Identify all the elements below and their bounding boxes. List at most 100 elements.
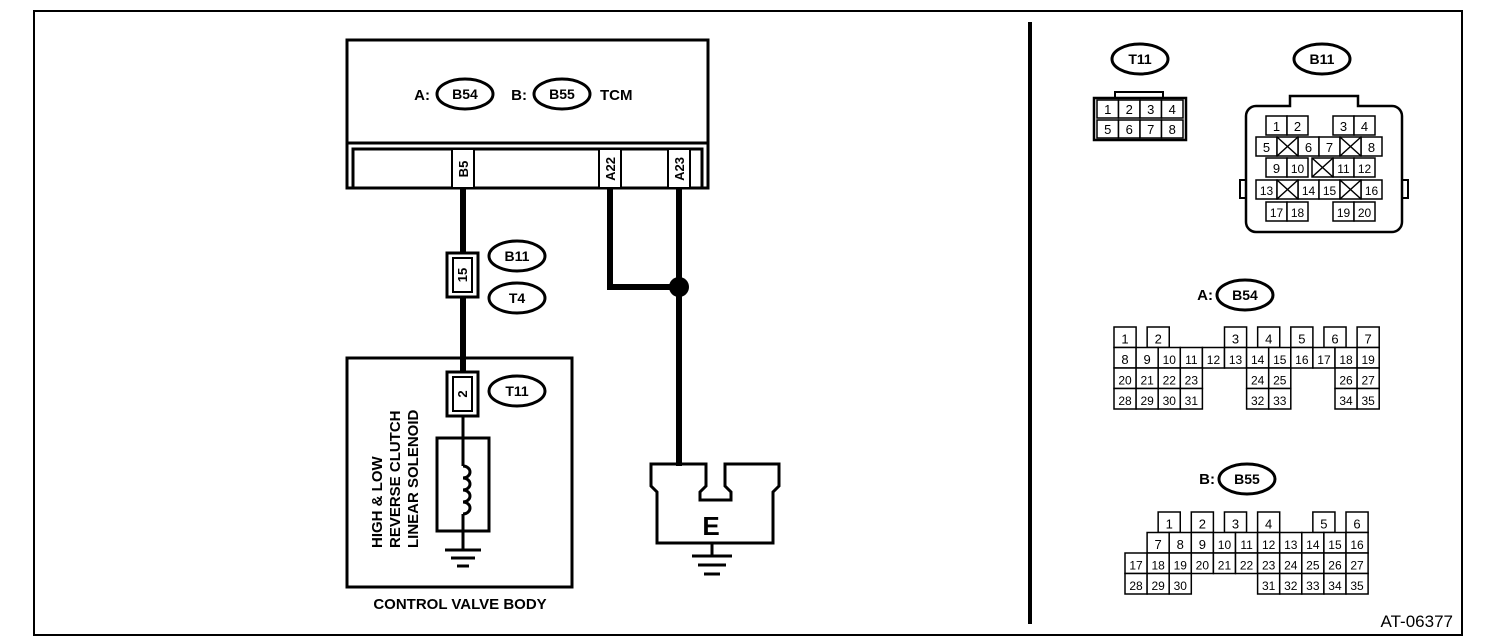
b54-pin-26: 26 [1339, 374, 1353, 388]
b54-pin-17: 17 [1317, 353, 1331, 367]
b54-pin-19: 19 [1361, 353, 1375, 367]
b54-pin-7: 7 [1365, 332, 1372, 347]
b55-pin-34: 34 [1328, 579, 1342, 593]
b11-pin-7: 7 [1326, 140, 1333, 155]
connector-view-t11-tag: T11 [1128, 51, 1152, 67]
b55-pin-31: 31 [1262, 579, 1276, 593]
t11-tag: T11 [505, 383, 529, 399]
t11-pin-1: 1 [1104, 102, 1111, 117]
b11-tag: B11 [505, 248, 530, 264]
pin-cell [1160, 99, 1184, 119]
b11-pin-15: 15 [1323, 184, 1337, 198]
b55-pin-24: 24 [1284, 559, 1298, 573]
b55-pin-19: 19 [1174, 559, 1188, 573]
b54-pin-10: 10 [1163, 353, 1177, 367]
b55-pin-12: 12 [1262, 538, 1276, 552]
b11-t4-pin-label: 15 [455, 268, 470, 282]
b55-pin-27: 27 [1350, 559, 1364, 573]
blank-pin-cross-icon [1276, 136, 1299, 157]
solenoid-label-line-1: HIGH & LOW [369, 456, 386, 548]
b11-pin-4: 4 [1361, 119, 1368, 134]
b11-pin-2: 2 [1294, 119, 1301, 134]
b55-pin-11: 11 [1240, 538, 1253, 552]
b11-pin-6: 6 [1305, 140, 1312, 155]
b55-pin-21: 21 [1218, 559, 1232, 573]
connector-view-b54-tag: B54 [1232, 287, 1258, 303]
tcm-pin-b5-label: B5 [456, 161, 471, 178]
t11-pin-label: 2 [455, 390, 470, 397]
b54-pin-18: 18 [1339, 353, 1353, 367]
b54-pin-34: 34 [1339, 394, 1353, 408]
b55-pin-15: 15 [1328, 538, 1342, 552]
wire-a22 [607, 188, 679, 290]
b55-pin-23: 23 [1262, 559, 1276, 573]
b11-pin-14: 14 [1302, 184, 1316, 198]
b54-pin-1: 1 [1121, 332, 1128, 347]
tcm-connector-b-tag-oval [532, 77, 592, 111]
solenoid-label-line-3: LINEAR SOLENOID [405, 409, 422, 548]
b11-pin-3: 3 [1340, 119, 1347, 134]
b54-pin-32: 32 [1251, 394, 1265, 408]
b55-pin-6: 6 [1353, 517, 1360, 532]
b54-pin-31: 31 [1185, 394, 1199, 408]
b11-pin-11: 11 [1337, 162, 1350, 176]
ground-e-icon [692, 554, 732, 576]
b55-pin-1: 1 [1166, 517, 1173, 532]
b54-pin-23: 23 [1185, 374, 1199, 388]
b55-pin-10: 10 [1218, 538, 1232, 552]
b11-pin-5: 5 [1263, 140, 1270, 155]
blank-pin-cross-icon [1276, 179, 1299, 200]
b55-pin-22: 22 [1240, 559, 1254, 573]
t4-tag-oval [487, 281, 547, 315]
b11-pin-18: 18 [1291, 206, 1305, 220]
b11-pin-16: 16 [1365, 184, 1379, 198]
b54-pin-33: 33 [1273, 394, 1287, 408]
t11-pin-2: 2 [1126, 102, 1133, 117]
b54-pin-4: 4 [1265, 332, 1272, 347]
pin-cell [1345, 572, 1369, 595]
ground-e-label: E [702, 511, 719, 541]
b55-pin-5: 5 [1320, 517, 1327, 532]
b55-pin-4: 4 [1265, 517, 1272, 532]
solenoid-label-line-2: REVERSE CLUTCH [387, 410, 404, 548]
connector-view-b55-tag: B55 [1234, 471, 1260, 487]
b55-pin-3: 3 [1232, 517, 1239, 532]
t11-pin-8: 8 [1169, 122, 1176, 137]
solenoid-coil-icon [462, 464, 472, 516]
b54-pin-15: 15 [1273, 353, 1287, 367]
tcm-connector-b-prefix: B: [511, 87, 527, 104]
b54-pin-24: 24 [1251, 374, 1265, 388]
b54-pin-5: 5 [1298, 332, 1305, 347]
t11-pin-4: 4 [1169, 102, 1176, 117]
tcm-unit: A: B54 B: B55 TCM B5 A22 A23 [345, 38, 710, 190]
tcm-connector-a-prefix: A: [414, 87, 430, 104]
pin-cell [1160, 119, 1184, 139]
tcm-connector-a-tag: B54 [452, 86, 478, 102]
b11-tag-oval [487, 239, 547, 273]
b54-pin-21: 21 [1140, 374, 1154, 388]
tcm-connector-a-tag-oval [435, 77, 495, 111]
tcm-label: TCM [600, 87, 633, 104]
b11-pin-13: 13 [1260, 184, 1274, 198]
b11-pin-9: 9 [1273, 161, 1280, 176]
b55-pin-35: 35 [1350, 579, 1364, 593]
b11-pin-17: 17 [1270, 206, 1284, 220]
b55-pin-30: 30 [1174, 579, 1188, 593]
pin-cell [1353, 157, 1376, 178]
t11-pin-6: 6 [1126, 122, 1133, 137]
b11-t4-connector: 15 B11 T4 [445, 239, 547, 315]
b55-pin-28: 28 [1129, 579, 1143, 593]
b54-pin-12: 12 [1207, 353, 1221, 367]
figure-id: AT-06377 [1381, 612, 1453, 631]
t11-pin-5: 5 [1104, 122, 1111, 137]
blank-pin-cross-icon [1339, 136, 1362, 157]
tcm-pin-a23-label: A23 [672, 157, 687, 181]
b11-pin-1: 1 [1273, 119, 1280, 134]
b54-pin-28: 28 [1118, 394, 1132, 408]
pin-cell [1179, 387, 1204, 410]
b54-pin-6: 6 [1331, 332, 1338, 347]
